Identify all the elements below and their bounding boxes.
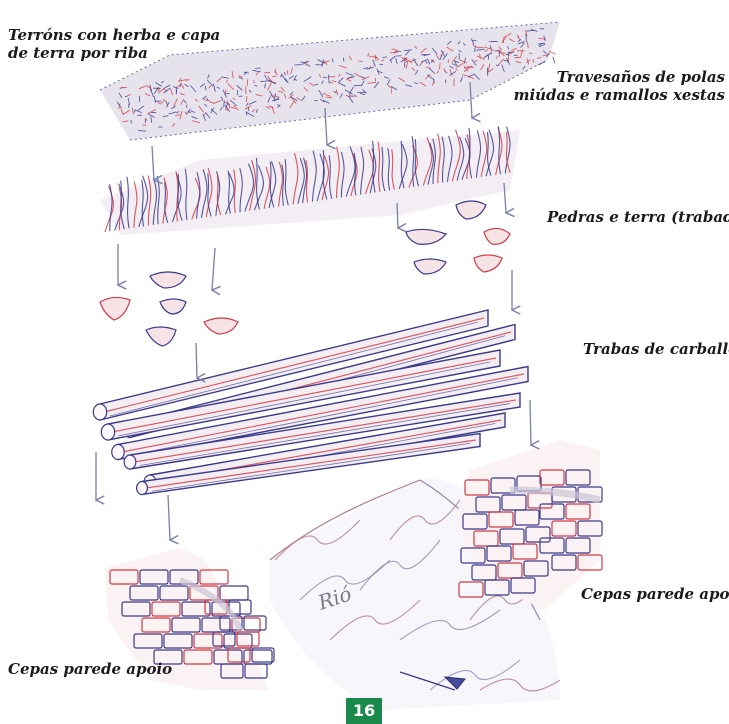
stones-left bbox=[100, 272, 238, 346]
twig-layer bbox=[100, 126, 520, 235]
page-number-badge: 16 bbox=[346, 698, 382, 724]
label-pier-left: Cepas parede apoio bbox=[8, 660, 172, 678]
label-turf-line2: de terra por riba bbox=[8, 44, 220, 62]
label-stones: Pedras e terra (trabado) bbox=[547, 208, 729, 226]
stones-right bbox=[406, 201, 510, 274]
label-turf-line1: Terróns con herba e capa bbox=[8, 26, 220, 44]
label-turf: Terróns con herba e capa de terra por ri… bbox=[8, 26, 220, 62]
label-pier-right: Cepas parede apoio bbox=[581, 585, 729, 603]
label-twigs-line2: miúdas e ramallos xestas bbox=[514, 86, 725, 104]
label-twigs: Travesaños de polas miúdas e ramallos xe… bbox=[514, 68, 725, 104]
label-logs: Trabas de carballo bbox=[583, 340, 729, 358]
label-twigs-line1: Travesaños de polas bbox=[514, 68, 725, 86]
